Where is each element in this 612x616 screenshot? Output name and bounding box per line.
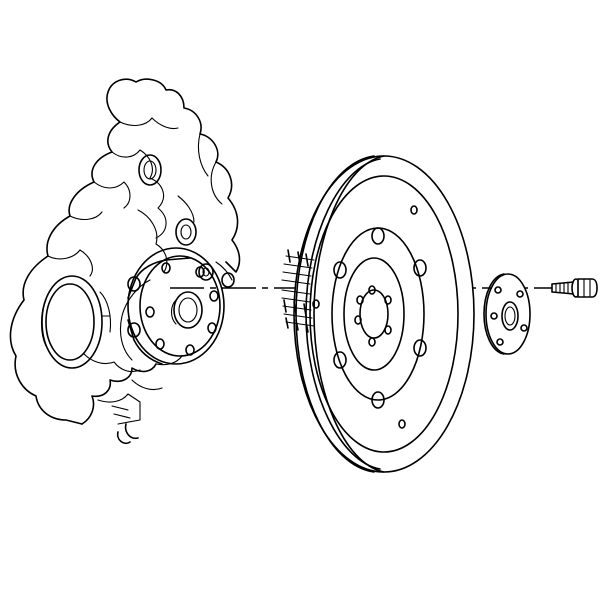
crankshaft-flange-icon [127, 247, 235, 365]
flywheel-flexplate-icon [281, 155, 475, 473]
retainer-plate-icon [483, 273, 531, 355]
engine-block-rear-icon [9, 78, 241, 445]
ring-gear-teeth-icon [281, 249, 315, 333]
flywheel-bolt-icon [551, 278, 598, 298]
